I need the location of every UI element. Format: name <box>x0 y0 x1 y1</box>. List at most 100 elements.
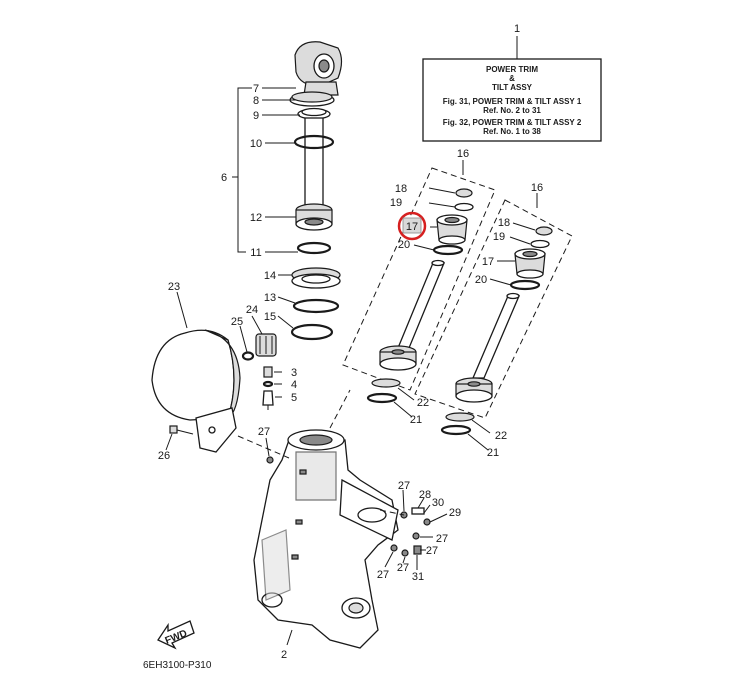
callout-27-f[interactable]: 27 <box>397 562 409 574</box>
callout-16-left[interactable]: 16 <box>457 148 469 160</box>
callout-25[interactable]: 25 <box>231 316 243 328</box>
svg-text:21: 21 <box>487 447 499 459</box>
callout-1[interactable]: 1 <box>514 23 520 35</box>
callout-17-right[interactable]: 17 <box>482 256 494 268</box>
svg-text:23: 23 <box>168 281 180 293</box>
callout-30[interactable]: 30 <box>432 497 444 509</box>
svg-text:27: 27 <box>397 562 409 574</box>
svg-text:13: 13 <box>264 292 276 304</box>
callout-27-d[interactable]: 27 <box>426 545 438 557</box>
callout-21-right[interactable]: 21 <box>487 447 499 459</box>
svg-text:27: 27 <box>258 426 270 438</box>
svg-text:8: 8 <box>253 95 259 107</box>
assembly-info-box: POWER TRIM & TILT ASSY Fig. 31, POWER TR… <box>422 58 602 142</box>
part-17-cylinder-cap-right <box>514 248 546 279</box>
part-17-cylinder-cap-left <box>436 214 468 245</box>
callout-20-left[interactable]: 20 <box>398 239 410 251</box>
callout-11[interactable]: 11 <box>250 247 261 259</box>
svg-text:3: 3 <box>291 367 297 379</box>
callout-18-right[interactable]: 18 <box>498 217 510 229</box>
part-14-seal <box>291 267 341 289</box>
callout-13[interactable]: 13 <box>264 292 276 304</box>
o-ring-15 <box>290 323 334 341</box>
callout-19-right[interactable]: 19 <box>493 231 505 243</box>
svg-text:19: 19 <box>390 197 402 209</box>
callout-7[interactable]: 7 <box>253 83 259 95</box>
left-trim-cylinder <box>366 188 474 404</box>
callout-12[interactable]: 12 <box>250 212 262 224</box>
svg-text:14: 14 <box>264 270 276 282</box>
box-subtitle: TILT ASSY <box>492 83 533 92</box>
callout-27-a[interactable]: 27 <box>258 426 270 438</box>
svg-text:17: 17 <box>406 221 418 233</box>
svg-text:27: 27 <box>436 533 448 545</box>
callout-20-right[interactable]: 20 <box>475 274 487 286</box>
svg-text:22: 22 <box>495 430 507 442</box>
callout-27-e[interactable]: 27 <box>377 569 389 581</box>
svg-text:18: 18 <box>498 217 510 229</box>
callout-24[interactable]: 24 <box>246 304 258 316</box>
svg-text:15: 15 <box>264 311 276 323</box>
svg-text:27: 27 <box>377 569 389 581</box>
svg-text:29: 29 <box>449 507 461 519</box>
callout-26[interactable]: 26 <box>158 450 170 462</box>
box-fig-32: Fig. 32, POWER TRIM & TILT ASSY 2 <box>443 118 582 127</box>
svg-text:27: 27 <box>426 545 438 557</box>
box-ref-1: Ref. No. 2 to 31 <box>483 106 541 115</box>
part-26-bolt <box>169 425 194 435</box>
part-23-reservoir <box>151 329 241 453</box>
callout-8[interactable]: 8 <box>253 95 259 107</box>
callout-27-b[interactable]: 27 <box>398 480 410 492</box>
svg-text:26: 26 <box>158 450 170 462</box>
svg-text:18: 18 <box>395 183 407 195</box>
callout-4[interactable]: 4 <box>291 379 297 391</box>
group-16-left-box <box>342 167 496 391</box>
callout-23[interactable]: 23 <box>168 281 180 293</box>
callout-3[interactable]: 3 <box>291 367 297 379</box>
svg-text:28: 28 <box>419 489 431 501</box>
callout-18-left[interactable]: 18 <box>395 183 407 195</box>
svg-text:12: 12 <box>250 212 262 224</box>
svg-text:1: 1 <box>514 23 520 35</box>
o-ring-25 <box>241 351 255 361</box>
callout-22-right[interactable]: 22 <box>495 430 507 442</box>
box-fig-31: Fig. 31, POWER TRIM & TILT ASSY 1 <box>443 97 582 106</box>
svg-text:5: 5 <box>291 392 297 404</box>
callout-2[interactable]: 2 <box>281 649 287 661</box>
svg-text:2: 2 <box>281 649 287 661</box>
svg-text:24: 24 <box>246 304 258 316</box>
box-ref-2: Ref. No. 1 to 38 <box>483 127 541 136</box>
group-16-right-box <box>414 199 573 419</box>
callout-16-right[interactable]: 16 <box>531 182 543 194</box>
callout-28[interactable]: 28 <box>419 489 431 501</box>
callout-10[interactable]: 10 <box>250 138 262 150</box>
callout-29[interactable]: 29 <box>449 507 461 519</box>
callout-6[interactable]: 6 <box>221 172 227 184</box>
svg-text:7: 7 <box>253 83 259 95</box>
callout-9[interactable]: 9 <box>253 110 259 122</box>
valve-cluster <box>390 507 431 557</box>
callout-15[interactable]: 15 <box>264 311 276 323</box>
svg-text:17: 17 <box>482 256 494 268</box>
right-trim-cylinder <box>440 226 553 436</box>
forward-arrow-icon: FWD <box>157 620 195 650</box>
callout-19-left[interactable]: 19 <box>390 197 402 209</box>
callout-31[interactable]: 31 <box>412 571 424 583</box>
callout-17-left-highlighted[interactable]: 17 <box>397 211 427 241</box>
tilt-rod-assembly <box>289 41 343 231</box>
part-2-main-body <box>253 429 399 649</box>
svg-text:20: 20 <box>398 239 410 251</box>
callout-5[interactable]: 5 <box>291 392 297 404</box>
svg-text:25: 25 <box>231 316 243 328</box>
callout-27-c[interactable]: 27 <box>436 533 448 545</box>
callout-22-left[interactable]: 22 <box>417 397 429 409</box>
callout-14[interactable]: 14 <box>264 270 276 282</box>
part-24-filter <box>255 333 277 357</box>
svg-text:30: 30 <box>432 497 444 509</box>
svg-text:22: 22 <box>417 397 429 409</box>
callout-21-left[interactable]: 21 <box>410 414 422 426</box>
diagram-code: 6EH3100-P310 <box>143 660 212 671</box>
svg-text:11: 11 <box>250 247 261 259</box>
svg-text:9: 9 <box>253 110 259 122</box>
